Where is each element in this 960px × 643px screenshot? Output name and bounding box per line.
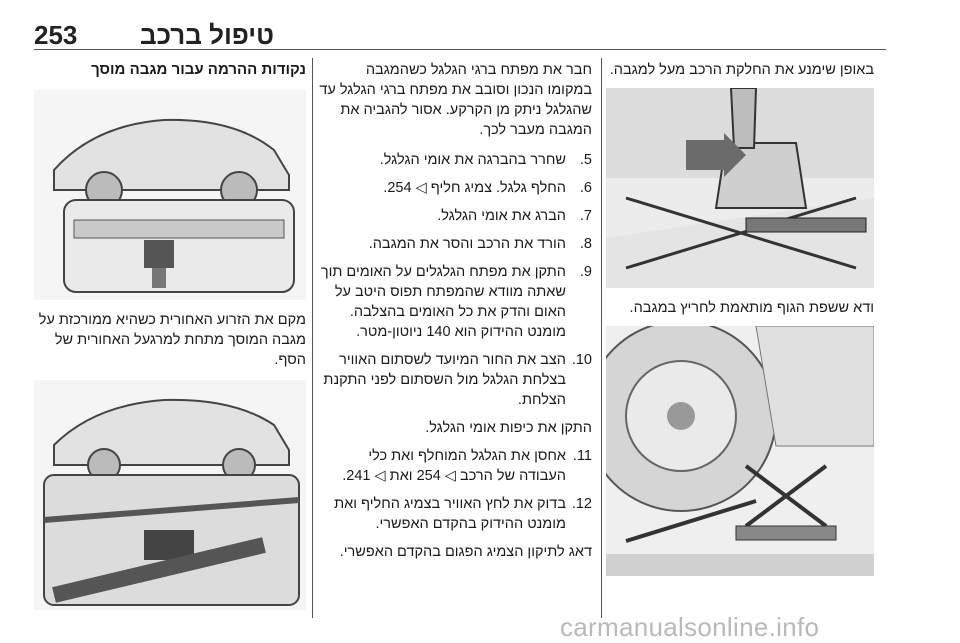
steps-list: 5.שחרר בהברגה את אומי הגלגל. 6.החלף גלגל…	[318, 150, 592, 410]
jack-slot-illustration	[606, 88, 874, 288]
section-title: טיפול ברכב	[140, 20, 274, 50]
step-item: 9.התקן את מפתח הגלגלים על האומים תוך שאת…	[320, 264, 592, 340]
step-item: 6.החלף גלגל. צמיג חליף ◁ 254.	[383, 180, 592, 196]
garage-jack-illustration	[34, 380, 306, 610]
middle-column: חבר את מפתח ברגי הגלגל כשהמגבה במקומו הנ…	[318, 60, 592, 562]
left-column: נקודות ההרמה עבור מגבה מוסך מקם את הזרוע…	[34, 60, 306, 610]
right-column: באופן שימנע את החלקת הרכב מעל למגבה. ודא…	[606, 60, 874, 576]
lift-points-text: מקם את הזרוע האחורית כשהיא ממורכזת על מג…	[38, 312, 306, 368]
column-divider-left	[312, 58, 313, 618]
page-number: 253	[34, 20, 78, 50]
header-rule	[34, 49, 886, 50]
right-intro-text: באופן שימנע את החלקת הרכב מעל למגבה.	[609, 62, 874, 78]
final-text: דאג לתיקון הצמיג הפגום בהקדם האפשרי.	[339, 544, 592, 560]
step-item: 7.הברג את אומי הגלגל.	[437, 208, 592, 224]
step-note: התקן את כיפות אומי הגלגל.	[425, 420, 592, 436]
step-item: 12.בדוק את לחץ האוויר בצמיג החליף ואת מו…	[334, 496, 592, 532]
jack-lifting-illustration	[606, 326, 874, 576]
steps-list-continued: 11.אחסן את הגלגל המוחלף ואת כלי העבודה ש…	[318, 446, 592, 534]
right-caption-text: ודא ששפת הגוף מותאמת לחריץ במגבה.	[629, 300, 874, 316]
step-item: 8.הורד את הרכב והסר את המגבה.	[368, 236, 592, 252]
middle-intro-text: חבר את מפתח ברגי הגלגל כשהמגבה במקומו הנ…	[319, 62, 592, 138]
column-divider-right	[601, 58, 602, 618]
page-header: 253 טיפול ברכב	[0, 0, 960, 52]
step-item: 5.שחרר בהברגה את אומי הגלגל.	[379, 152, 592, 168]
step-item: 11.אחסן את הגלגל המוחלף ואת כלי העבודה ש…	[342, 448, 592, 484]
lift-points-heading: נקודות ההרמה עבור מגבה מוסך	[91, 61, 306, 78]
watermark-text: carmanualsonline.info	[560, 612, 820, 642]
step-item: 10.הצב את החור המיועד לשסתום האוויר בצלח…	[323, 352, 592, 408]
car-lift-point-illustration	[34, 90, 306, 300]
